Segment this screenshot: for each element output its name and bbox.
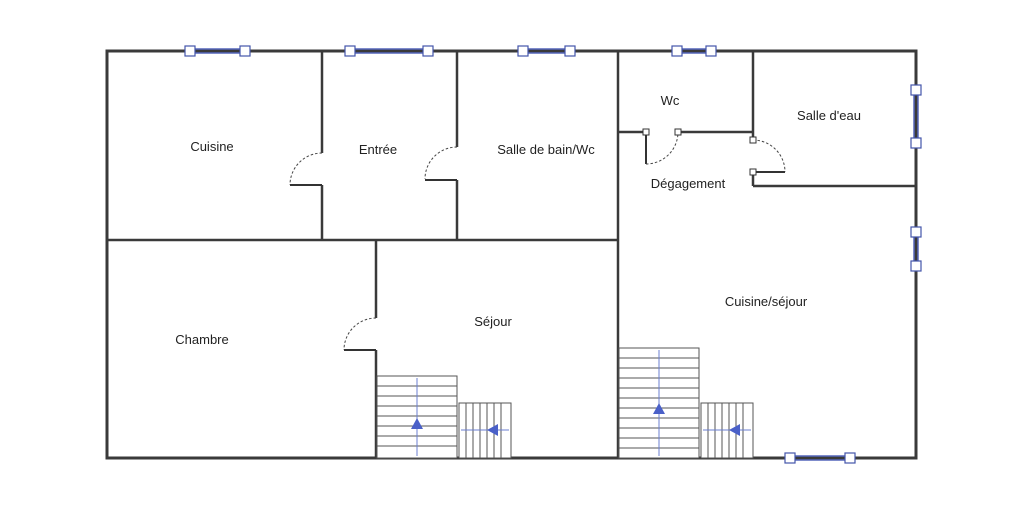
arrow-left-icon	[729, 424, 740, 436]
room-label-chambre: Chambre	[175, 332, 228, 347]
room-label-salle-de-bain: Salle de bain/Wc	[497, 142, 595, 157]
door-icon	[749, 136, 786, 176]
staircase-icon	[458, 402, 512, 459]
window-icon	[784, 452, 856, 464]
windows	[184, 45, 922, 464]
outer-walls	[105, 49, 918, 460]
staircases	[376, 347, 754, 459]
arrow-left-icon	[487, 424, 498, 436]
room-label-cuisine-sejour: Cuisine/séjour	[725, 294, 808, 309]
window-icon	[184, 45, 251, 57]
exterior-wall	[105, 49, 918, 460]
room-label-sejour: Séjour	[474, 314, 512, 329]
arrow-up-icon	[411, 418, 423, 429]
arrow-up-icon	[653, 403, 665, 414]
room-labels: Cuisine Entrée Salle de bain/Wc Wc Salle…	[175, 93, 861, 347]
door-icon	[642, 128, 682, 165]
window-icon	[344, 45, 434, 57]
room-label-cuisine: Cuisine	[190, 139, 233, 154]
door-icon	[343, 317, 377, 351]
door-icon	[289, 152, 323, 186]
room-label-entree: Entrée	[359, 142, 397, 157]
window-icon	[517, 45, 576, 57]
door-icon	[424, 146, 458, 181]
doors	[289, 128, 786, 351]
staircase-icon	[700, 402, 754, 459]
room-label-wc: Wc	[661, 93, 680, 108]
staircase-icon	[376, 375, 458, 459]
staircase-icon	[618, 347, 700, 459]
room-label-degagement: Dégagement	[651, 176, 726, 191]
interior-walls	[107, 51, 916, 458]
window-icon	[671, 45, 717, 57]
room-label-salle-deau: Salle d'eau	[797, 108, 861, 123]
window-icon	[910, 84, 922, 149]
window-icon	[910, 226, 922, 272]
